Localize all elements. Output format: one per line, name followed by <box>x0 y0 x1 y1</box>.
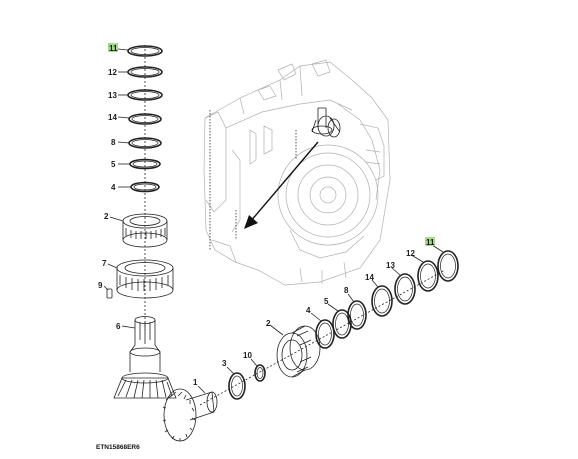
callout-14-right: 14 <box>365 273 374 282</box>
ring-14-left <box>128 113 162 125</box>
callout-highlight-11-right <box>425 237 435 246</box>
ring-13-right <box>394 273 416 305</box>
callout-14-left: 14 <box>108 113 117 122</box>
bottom-row <box>162 250 459 442</box>
callouts: 11 12 13 14 8 5 4 2 7 9 6 1 3 10 2 4 5 8… <box>98 43 435 387</box>
callout-11-top: 11 <box>109 44 118 53</box>
bearing-2-right <box>276 325 321 378</box>
callout-12-right: 12 <box>406 249 415 258</box>
leader-lines <box>103 48 444 394</box>
ring-14-right <box>371 285 393 317</box>
pinion-shaft-6 <box>129 316 161 372</box>
callout-1: 1 <box>193 378 198 387</box>
callout-6: 6 <box>116 322 121 331</box>
bearing-cup-7 <box>116 259 174 299</box>
callout-2-right: 2 <box>266 319 271 328</box>
callout-5-right: 5 <box>324 297 329 306</box>
ring-12-left <box>127 66 163 78</box>
bevel-pinion-gear <box>113 372 177 399</box>
callout-5-left: 5 <box>111 160 116 169</box>
ring-12-right <box>417 260 439 292</box>
bevel-gear-1 <box>162 388 218 442</box>
ring-8-right <box>347 300 367 330</box>
ring-3 <box>228 372 246 400</box>
snap-ring-11-right <box>437 250 459 282</box>
callout-3: 3 <box>222 359 227 368</box>
callout-highlight-11-top <box>108 43 118 52</box>
callout-9: 9 <box>98 281 103 290</box>
callout-4-right: 4 <box>306 306 311 315</box>
transmission-housing-ghost <box>203 59 391 286</box>
callout-4-left: 4 <box>111 183 116 192</box>
ring-5-left <box>129 158 161 170</box>
snap-ring-11-top <box>127 45 163 57</box>
ring-4-right <box>315 319 335 349</box>
callout-11-right: 11 <box>426 238 435 247</box>
callout-10: 10 <box>243 351 252 360</box>
pin-9 <box>106 288 113 299</box>
callout-13-right: 13 <box>386 261 395 270</box>
callout-13-left: 13 <box>108 91 117 100</box>
callout-2-left: 2 <box>104 212 109 221</box>
location-arrow <box>244 141 319 229</box>
figure-reference-code: ETN15868ER6 <box>96 444 140 451</box>
callout-8-right: 8 <box>344 286 349 295</box>
callout-12-left: 12 <box>108 68 117 77</box>
callout-8-left: 8 <box>111 138 116 147</box>
callout-7: 7 <box>102 259 107 268</box>
left-stack <box>106 45 177 399</box>
ring-10 <box>254 364 266 382</box>
